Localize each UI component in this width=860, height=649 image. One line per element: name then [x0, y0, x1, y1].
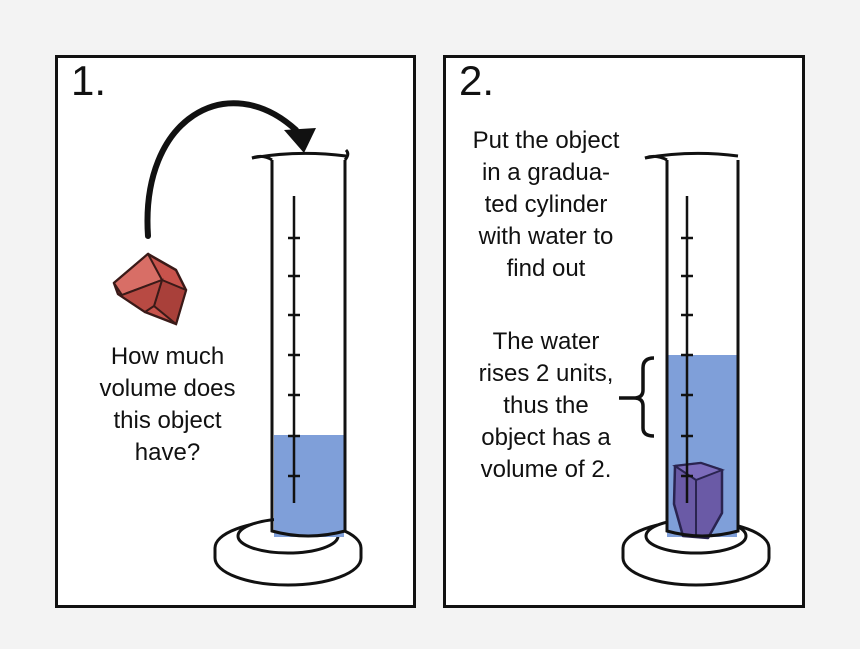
brace-icon: [619, 356, 655, 438]
caption-line: have?: [134, 439, 201, 466]
panel-2-illustration: [619, 151, 771, 587]
panel-number: 2.: [459, 57, 495, 104]
graduated-cylinder-icon: [621, 151, 771, 587]
caption-line: find out: [506, 255, 586, 282]
water-level: [274, 435, 344, 537]
panel-2-instruction: Put the object in a gradua- ted cylinder…: [451, 125, 641, 285]
caption-line: Put the object: [472, 127, 620, 154]
cube-object-icon: [672, 461, 725, 540]
caption-line: with water to: [478, 223, 614, 250]
caption-line: rises 2 units,: [478, 360, 614, 387]
panel-2: 2.: [443, 55, 805, 608]
caption-line: volume does: [99, 375, 236, 402]
cube-object-icon: [112, 252, 188, 326]
panel-2-explanation: The water rises 2 units, thus the object…: [451, 326, 641, 486]
caption-line: The water: [492, 328, 600, 355]
panel-1-illustration: [112, 100, 363, 587]
curved-arrow-icon: [144, 100, 316, 239]
caption-line: ted cylinder: [484, 191, 608, 218]
panel-1: 1.: [55, 55, 416, 608]
caption-line: thus the: [503, 392, 589, 419]
graduated-cylinder-icon: [213, 148, 363, 587]
caption-line: object has a: [481, 424, 611, 451]
panel-1-question: How much volume does this object have?: [80, 341, 255, 469]
caption-line: this object: [113, 407, 222, 434]
caption-line: How much: [110, 343, 225, 370]
caption-line: volume of 2.: [480, 456, 612, 483]
caption-line: in a gradua-: [481, 159, 611, 186]
panel-number: 1.: [71, 57, 107, 104]
